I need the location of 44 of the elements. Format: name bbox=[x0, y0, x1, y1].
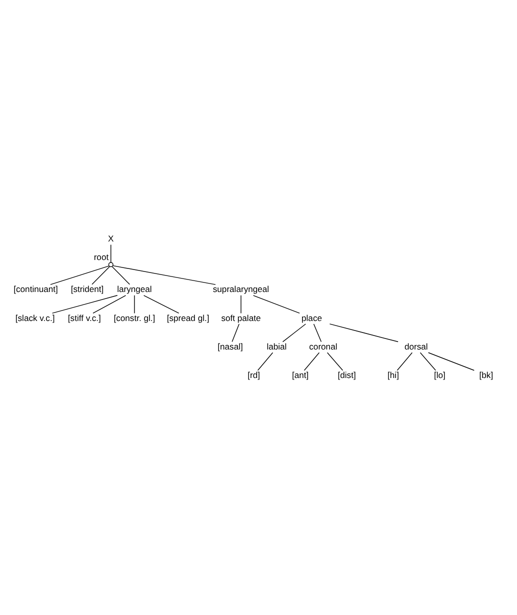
node-text: laryngeal bbox=[117, 284, 152, 294]
node-text: [stiff v.c.] bbox=[68, 312, 101, 323]
node-text: [dist] bbox=[338, 370, 356, 380]
node-text: dorsal bbox=[404, 341, 428, 352]
node-text: [strident] bbox=[70, 284, 104, 294]
node-text: place bbox=[302, 312, 322, 323]
connector bbox=[92, 266, 110, 285]
node-text: coronal bbox=[309, 341, 338, 352]
connector bbox=[304, 352, 320, 371]
node-label: root bbox=[94, 252, 109, 262]
node-text: [continuant] bbox=[14, 284, 58, 294]
connector bbox=[112, 266, 130, 285]
connector bbox=[232, 324, 240, 342]
node-text: [spread gl.] bbox=[166, 312, 210, 323]
node-text: [ant] bbox=[292, 370, 309, 380]
connector bbox=[420, 352, 436, 371]
node-text: [hi] bbox=[388, 370, 399, 380]
connector bbox=[257, 352, 274, 371]
node-text: X bbox=[108, 233, 114, 244]
node-circle bbox=[108, 262, 114, 268]
connector bbox=[329, 324, 398, 342]
connector bbox=[240, 295, 242, 314]
connector bbox=[50, 266, 110, 285]
node-text: [bk] bbox=[479, 370, 494, 380]
connector bbox=[428, 352, 474, 371]
node-text: [nasal] bbox=[218, 341, 243, 352]
connector bbox=[252, 295, 300, 314]
node-text: labial bbox=[266, 341, 287, 352]
connector bbox=[143, 295, 180, 314]
connector bbox=[326, 352, 344, 371]
connector bbox=[282, 324, 306, 342]
connector bbox=[52, 295, 118, 314]
connector bbox=[112, 265, 216, 285]
node-text: [lo] bbox=[434, 370, 446, 380]
connector bbox=[134, 295, 135, 314]
node-text: [slack v.c.] bbox=[15, 312, 55, 323]
node-text: [constr. gl.] bbox=[114, 312, 156, 323]
node-text: supralaryngeal bbox=[212, 284, 270, 294]
node-text: soft palate bbox=[221, 312, 261, 323]
connector bbox=[396, 352, 413, 371]
connector bbox=[92, 295, 126, 314]
connector bbox=[110, 244, 112, 263]
connector bbox=[313, 324, 322, 342]
node-text: [rd] bbox=[248, 370, 260, 380]
